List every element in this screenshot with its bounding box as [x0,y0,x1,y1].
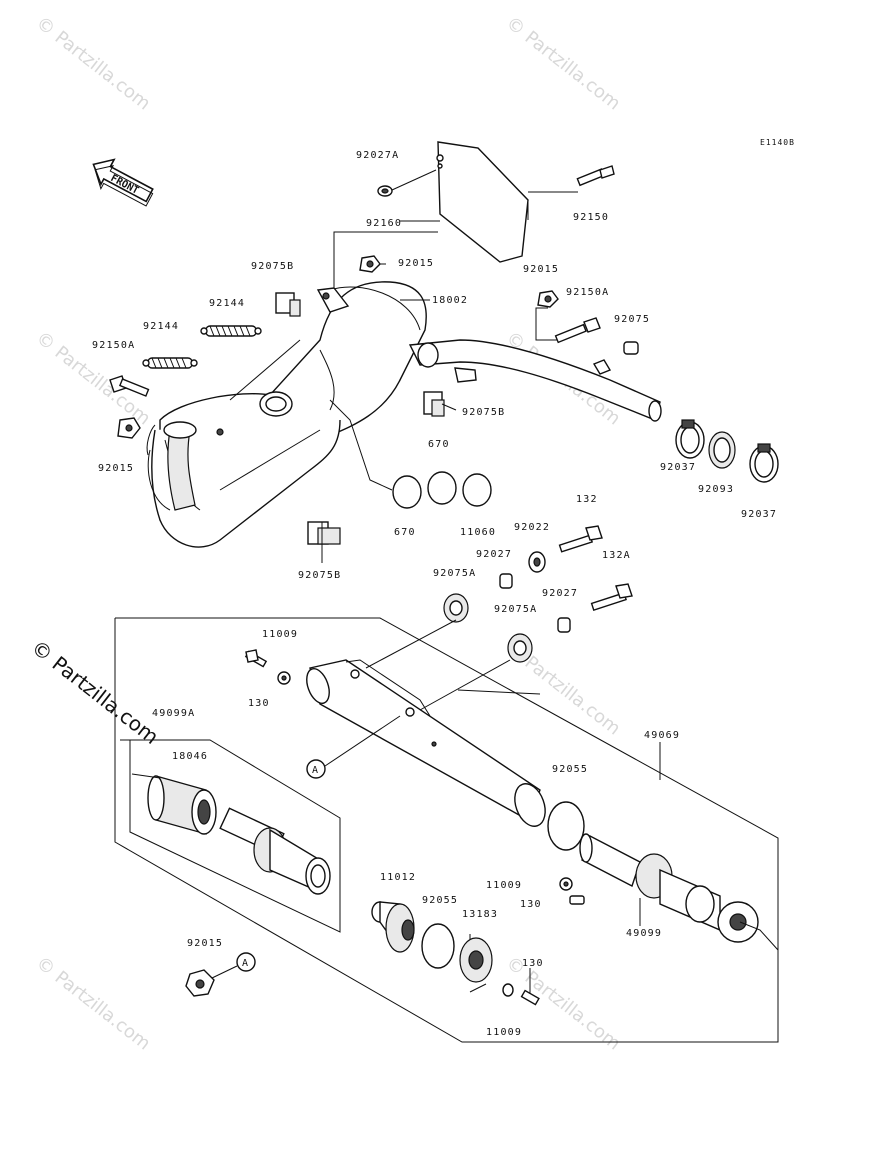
washer-11009-lower [502,983,514,997]
washer-11009-upper [277,671,291,685]
washer-92027A [377,185,393,197]
end-cap-11012 [371,901,415,953]
bolt-130-lower [520,989,540,1006]
expansion-chamber-18002 [146,281,662,548]
part-label-92037-left: 92037 [660,462,696,473]
collar-92027-lower [557,617,571,633]
washer-92022 [528,551,546,573]
part-label-49099: 49099 [626,928,662,939]
bolt-132 [558,525,603,553]
callout-a-upper-label: A [312,765,319,776]
part-label-18002: 18002 [432,295,468,306]
part-label-92144-upper: 92144 [209,298,245,309]
spring-92144-lower [142,357,198,369]
nut-92015-upper [359,255,381,273]
part-label-92093: 92093 [698,484,734,495]
part-label-92075: 92075 [614,314,650,325]
part-label-92015-upper: 92015 [398,258,434,269]
part-label-92027-upper: 92027 [476,549,512,560]
packing-18046 [147,775,217,835]
part-label-92150A-right: 92150A [566,287,609,298]
gasket-92055-lower [421,923,455,969]
part-label-49069: 49069 [644,730,680,741]
bolt-92150A-left [109,375,150,397]
part-labels: 92027A 92160 92150 92075B 92015 18002 92… [92,150,777,1038]
part-label-92160: 92160 [366,218,402,229]
heat-guard-plate [436,141,529,263]
part-label-92037-right: 92037 [741,509,777,520]
bolt-132A [590,583,633,611]
callout-a-upper: A [306,759,326,779]
part-label-92075A-lower: 92075A [494,604,537,615]
part-label-92075A-upper: 92075A [433,568,476,579]
silencer-outline [114,617,779,1043]
damper-92075 [623,341,639,355]
silencer-body [306,659,546,827]
part-label-92144-lower: 92144 [143,321,179,332]
bolt-92150A-right [554,317,601,344]
bolt-92150 [576,165,615,187]
part-label-49099A: 49099A [152,708,195,719]
inner-pipe-49099A [219,807,331,895]
nut-92015-bottom [185,969,215,997]
bolt-130-upper [244,649,268,668]
part-label-130-middle: 130 [520,899,542,910]
clip-92075B-middle [423,391,445,417]
side-watermark: © Partzilla.com [27,635,163,749]
spring-92144-upper [200,325,262,337]
part-label-92027A: 92027A [356,150,399,161]
part-label-92015-bottom: 92015 [187,938,223,949]
watermark-7: © Partzilla.com [502,952,624,1054]
clamp-92037-right [749,443,779,483]
nut-92015-left [117,417,141,439]
inner-pipe-49099 [579,833,759,943]
watermark-1: © Partzilla.com [32,12,154,114]
part-label-92027-lower: 92027 [542,588,578,599]
part-label-13183: 13183 [462,909,498,920]
diagram-code: E1140B [760,138,795,147]
part-label-92150A-left: 92150A [92,340,135,351]
part-label-92075B-upper: 92075B [251,261,294,272]
part-label-130-lower: 130 [522,958,544,969]
bolt-130-middle [569,895,585,905]
grommet-92075A-upper [443,593,469,623]
part-label-11009-middle: 11009 [486,880,522,891]
part-label-92075B-lower: 92075B [298,570,341,581]
part-label-18046: 18046 [172,751,208,762]
watermark-6: © Partzilla.com [32,952,154,1054]
clamp-92037-left [675,419,705,459]
grommet-92093 [708,431,736,469]
watermark-2: © Partzilla.com [502,12,624,114]
part-label-670-top: 670 [428,439,450,450]
part-label-132: 132 [576,494,598,505]
collar-92027-upper [499,573,513,589]
callout-a-lower-label: A [242,958,249,969]
gaskets [392,471,492,509]
part-label-11009-upper: 11009 [262,629,298,640]
part-label-132A: 132A [602,550,631,561]
part-label-92022: 92022 [514,522,550,533]
nut-92015-right [537,290,559,308]
clip-92075B-upper [275,292,301,317]
part-label-92055-right: 92055 [552,764,588,775]
callout-a-lower: A [236,952,256,972]
part-label-92150: 92150 [573,212,609,223]
part-label-92015-left: 92015 [98,463,134,474]
grommet-92075A-lower [507,633,533,663]
part-label-11009-lower: 11009 [486,1027,522,1038]
part-label-92055-lower: 92055 [422,895,458,906]
front-arrow: FRONT [92,158,154,207]
clip-92075B-lower [307,521,341,545]
washer-11009-middle [559,877,573,891]
part-label-11060: 11060 [460,527,496,538]
plate-13183 [459,937,493,983]
part-label-92075B-middle: 92075B [462,407,505,418]
part-label-670-bottom: 670 [394,527,416,538]
part-label-92015-right: 92015 [523,264,559,275]
part-label-130-upper: 130 [248,698,270,709]
part-label-11012: 11012 [380,872,416,883]
gasket-92055-right [547,801,585,851]
